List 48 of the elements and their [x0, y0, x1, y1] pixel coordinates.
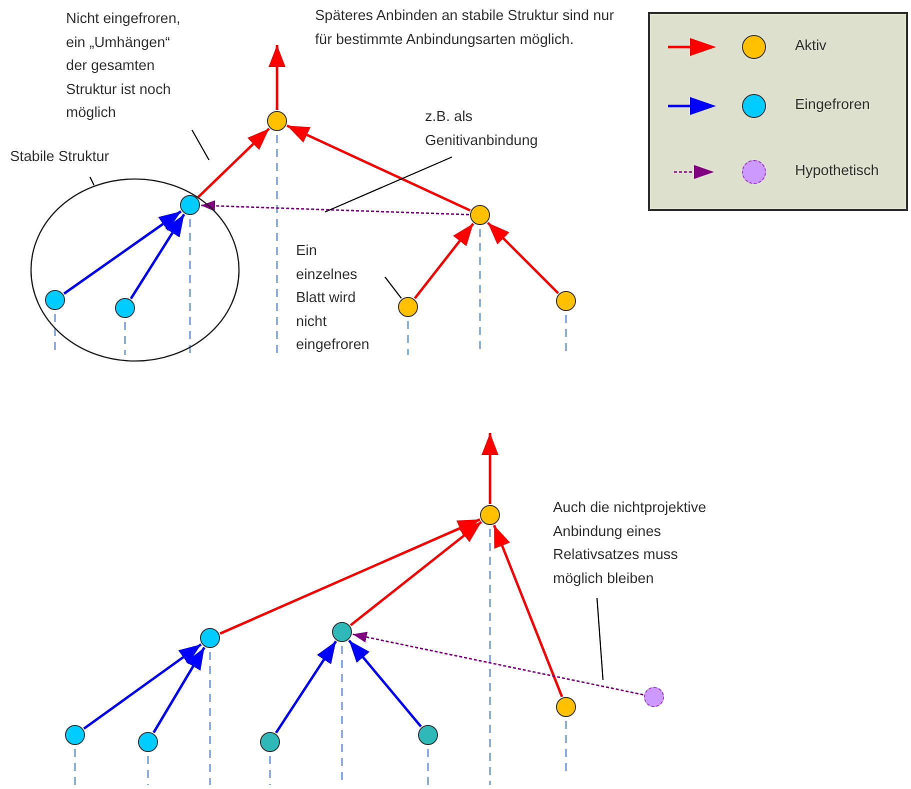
annotation-text: Stabile Struktur	[10, 146, 150, 170]
active-node	[398, 297, 418, 317]
active-node	[470, 205, 490, 225]
arrow	[492, 524, 564, 698]
leader-line	[324, 156, 452, 213]
arrow	[197, 128, 270, 198]
active-node	[267, 111, 287, 131]
leader-line	[191, 130, 210, 160]
arrow	[83, 643, 202, 730]
arrow	[350, 520, 482, 626]
arrow	[152, 646, 206, 734]
arrow	[274, 640, 338, 734]
arrow	[63, 210, 182, 295]
dotted-arrow	[200, 200, 470, 216]
hypothetical-node	[644, 687, 664, 707]
frozen-node	[260, 732, 280, 752]
annotation-text: Ein einzelnes Blatt wird nicht eingefroren	[296, 240, 382, 358]
arrow	[268, 45, 286, 110]
arrow	[286, 124, 471, 212]
frozen-node	[138, 732, 158, 752]
active-node	[556, 291, 576, 311]
annotation-text: Nicht eingefroren, ein „Umhängen“ der gesamten Struktur ist noch möglich	[66, 8, 191, 126]
annotation-text: Auch die nichtprojektive Anbindung eines Relativsatzes muss möglich bleiben	[553, 497, 728, 591]
frozen-node	[332, 622, 352, 642]
arrow	[414, 222, 474, 300]
frozen-node	[115, 298, 135, 318]
frozen-node	[180, 195, 200, 215]
active-node	[480, 505, 500, 525]
arrow	[130, 214, 186, 300]
structure-ellipse	[30, 178, 240, 362]
dotted-arrow	[352, 632, 644, 696]
leader-line	[384, 276, 402, 299]
arrow	[348, 640, 422, 728]
arrow	[486, 222, 560, 294]
leader-line	[89, 176, 95, 186]
frozen-node	[65, 725, 85, 745]
arrow	[220, 518, 480, 635]
frozen-node	[45, 290, 65, 310]
frozen-node	[200, 628, 220, 648]
legend-label: Hypothetisch	[795, 162, 879, 181]
arrow	[482, 433, 498, 504]
frozen-node	[418, 725, 438, 745]
legend-label: Eingefroren	[795, 96, 870, 115]
note-text: Späteres Anbinden an stabile Struktur sind nur für bestimmte Anbindungsarten möglich.	[315, 7, 615, 50]
legend-label: Aktiv	[795, 37, 826, 56]
annotation-text: z.B. als Genitivanbindung	[425, 106, 555, 153]
active-node	[556, 697, 576, 717]
leader-line	[596, 598, 604, 680]
